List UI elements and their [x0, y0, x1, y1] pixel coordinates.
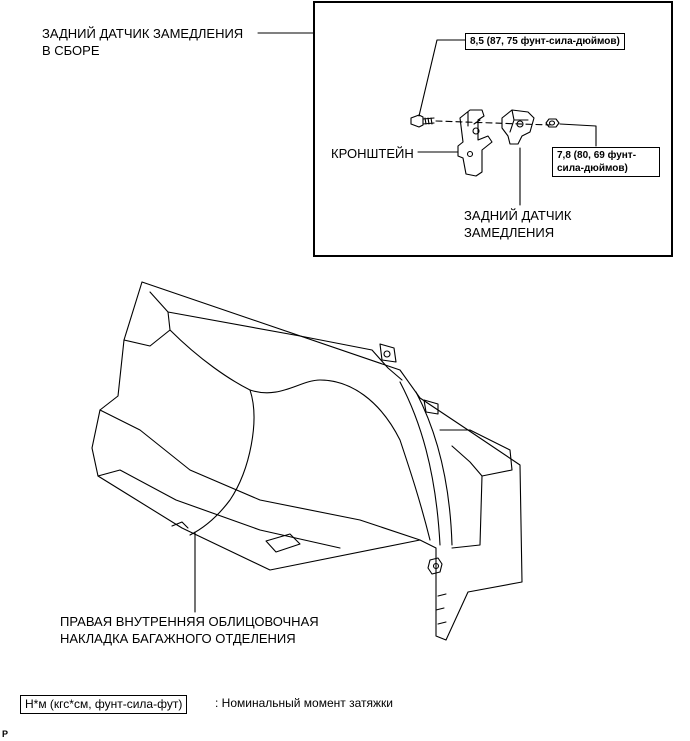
sensor-label: ЗАДНИЙ ДАТЧИК ЗАМЕДЛЕНИЯ [464, 207, 571, 241]
bracket-label: КРОНШТЕЙН [331, 146, 414, 161]
bolt-torque-leader [418, 39, 466, 117]
sensor-label-line2: ЗАМЕДЛЕНИЯ [464, 225, 555, 240]
sensor-part [501, 109, 535, 145]
nut-part [545, 118, 560, 128]
bolt-torque-callout: 8,5 (87, 75 фунт-сила-дюймов) [465, 33, 625, 50]
bracket-part [457, 109, 493, 177]
assembly-label: ЗАДНИЙ ДАТЧИК ЗАМЕДЛЕНИЯ В СБОРЕ [42, 25, 243, 59]
assembly-label-line2: В СБОРЕ [42, 43, 100, 58]
trim-label-line1: ПРАВАЯ ВНУТРЕННЯЯ ОБЛИЦОВОЧНАЯ [60, 614, 319, 629]
detail-inset-frame [313, 1, 673, 257]
trim-label-line2: НАКЛАДКА БАГАЖНОГО ОТДЕЛЕНИЯ [60, 631, 296, 646]
trim-panel-label: ПРАВАЯ ВНУТРЕННЯЯ ОБЛИЦОВОЧНАЯ НАКЛАДКА … [60, 613, 319, 647]
sensor-label-line1: ЗАДНИЙ ДАТЧИК [464, 208, 572, 223]
assembly-label-line1: ЗАДНИЙ ДАТЧИК ЗАМЕДЛЕНИЯ [42, 26, 244, 41]
nut-torque-callout: 7,8 (80, 69 фунт-сила-дюймов) [552, 147, 660, 177]
legend-description: : Номинальный момент затяжки [215, 696, 393, 710]
legend-unit-box: Н*м (кгс*см, фунт-сила-фут) [20, 695, 188, 714]
corner-mark: P [2, 729, 9, 739]
trim-panel [91, 281, 523, 641]
nut-torque-leader [559, 123, 597, 147]
